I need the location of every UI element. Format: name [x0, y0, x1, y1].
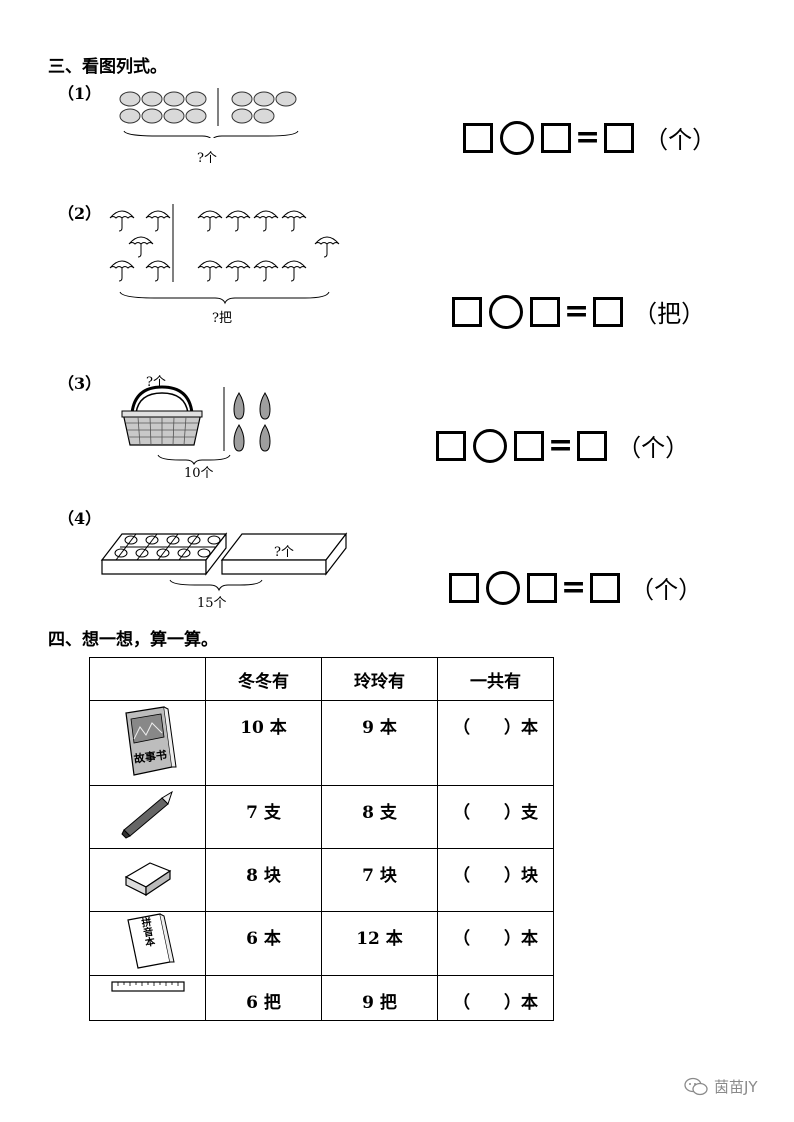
answer-box[interactable]: [527, 572, 557, 603]
question-4-box-label: ?个: [274, 545, 294, 560]
unit-label: （个）: [644, 126, 717, 154]
table-header-cell: 冬冬有: [205, 657, 322, 701]
total-answer-blank[interactable]: （）本: [453, 993, 538, 1013]
table-row: 拼音本 6 本 12 本 （）本: [89, 911, 554, 976]
equals-sign: =: [548, 427, 574, 463]
total-answer-blank[interactable]: （）本: [453, 929, 538, 949]
question-1-number: （1）: [58, 84, 102, 103]
dongdong-value: 7 支: [246, 803, 281, 823]
table-row: 7 支 8 支 （）支: [89, 785, 554, 849]
lingling-value: 8 支: [362, 803, 397, 823]
table-header-row: 冬冬有 玲玲有 一共有: [89, 657, 554, 701]
answer-box[interactable]: [577, 430, 608, 461]
dongdong-value: 8 块: [246, 866, 281, 886]
dongdong-value: 6 本: [246, 929, 281, 949]
basket-pears-picture: [121, 385, 271, 466]
table-row: 8 块 7 块 （）块: [89, 848, 554, 912]
dongdong-value: 10 本: [240, 718, 287, 738]
question-1-equation: = （个）: [463, 120, 716, 155]
question-3-number: （3）: [58, 374, 102, 393]
unit-label: （个）: [617, 434, 690, 462]
table-header-cell: 一共有: [437, 657, 554, 701]
question-4-caption: 15个: [197, 596, 227, 611]
answer-box[interactable]: [449, 572, 479, 603]
ruler-icon: [110, 981, 185, 992]
answer-box[interactable]: [530, 296, 560, 327]
chat-bubble-icon: [684, 1077, 708, 1095]
operator-circle[interactable]: [489, 294, 523, 329]
watermark-text: 茵苗JY: [714, 1078, 758, 1096]
umbrella-group-picture: [109, 204, 340, 305]
eraser-icon: [124, 861, 171, 896]
total-answer-blank[interactable]: （）块: [453, 866, 538, 886]
question-2-number: （2）: [58, 204, 102, 223]
answer-box[interactable]: [514, 430, 544, 461]
cookie-group-picture: [119, 88, 299, 138]
table-header-cell: 玲玲有: [321, 657, 438, 701]
lingling-value: 7 块: [362, 866, 397, 886]
question-3-equation: = （个）: [436, 428, 689, 463]
answer-box[interactable]: [541, 122, 571, 153]
operator-circle[interactable]: [486, 570, 520, 605]
answer-box[interactable]: [436, 430, 466, 461]
lingling-value: 9 本: [362, 718, 397, 738]
quantity-table: 冬冬有 玲玲有 一共有 故事书 10 本 9 本 （）本 7 支 8: [89, 657, 554, 1021]
storybook-icon: 故事书: [124, 705, 177, 776]
section4-title: 四、想一想，算一算。: [48, 630, 218, 650]
answer-box[interactable]: [452, 296, 482, 327]
question-4-equation: = （个）: [449, 570, 702, 605]
table-header-cell: [89, 657, 206, 701]
question-1-caption: ?个: [197, 151, 217, 166]
unit-label: （把）: [633, 300, 706, 328]
lingling-value: 9 把: [362, 993, 397, 1013]
operator-circle[interactable]: [473, 428, 507, 463]
question-2-caption: ?把: [212, 311, 232, 326]
table-row: 6 把 9 把 （）本: [89, 975, 554, 1021]
total-answer-blank[interactable]: （）支: [453, 803, 538, 823]
watermark: 茵苗JY: [684, 1076, 758, 1097]
section3-title: 三、看图列式。: [48, 57, 167, 77]
table-row: 故事书 10 本 9 本 （）本: [89, 700, 554, 786]
question-4-number: （4）: [58, 509, 102, 528]
equals-sign: =: [561, 569, 587, 605]
answer-box[interactable]: [463, 122, 493, 153]
storybook-icon-text: 故事书: [133, 747, 168, 765]
answer-box[interactable]: [590, 572, 621, 603]
answer-box[interactable]: [604, 122, 635, 153]
question-3-caption: 10个: [184, 466, 214, 481]
question-2-equation: = （把）: [452, 294, 705, 329]
total-answer-blank[interactable]: （）本: [453, 718, 538, 738]
equals-sign: =: [575, 119, 601, 155]
pencil-icon: [120, 790, 173, 839]
equals-sign: =: [564, 293, 590, 329]
egg-boxes-picture: [100, 532, 348, 592]
pinyin-book-icon: 拼音本: [126, 913, 175, 969]
unit-label: （个）: [630, 576, 703, 604]
answer-box[interactable]: [593, 296, 624, 327]
dongdong-value: 6 把: [246, 993, 281, 1013]
lingling-value: 12 本: [356, 929, 403, 949]
operator-circle[interactable]: [500, 120, 534, 155]
